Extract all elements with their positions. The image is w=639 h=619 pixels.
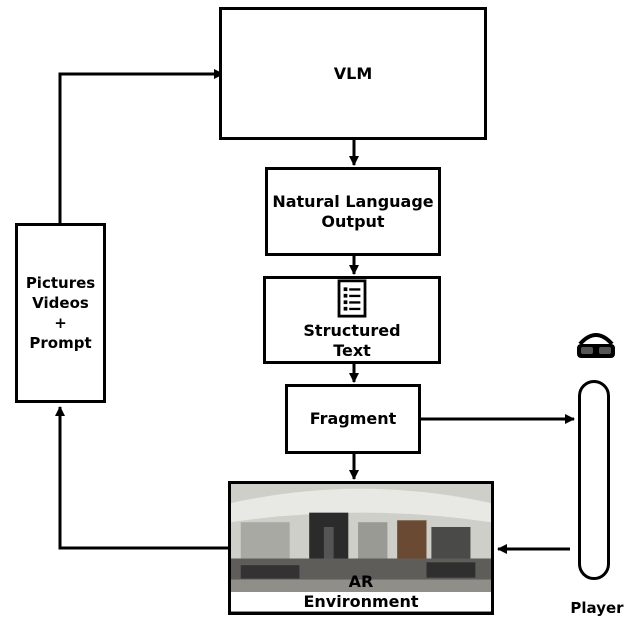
list-document-icon <box>337 279 367 318</box>
player-figure <box>578 380 610 580</box>
arrow-ar-to-pictures <box>55 406 228 550</box>
player-label: Player <box>570 599 624 617</box>
pvp-label-pictures: Pictures <box>25 274 96 292</box>
pvp-label-prompt: Prompt <box>29 334 92 352</box>
vlm-label: VLM <box>333 63 373 83</box>
pvp-label-videos: Videos <box>32 294 89 312</box>
ar-label-line1: AR <box>348 572 374 591</box>
nlo-label-line2: Output <box>321 211 385 231</box>
arrow-pictures-to-vlm <box>58 69 224 223</box>
ar-panorama-image <box>231 484 491 612</box>
structured-text-label-line2: Text <box>333 341 371 360</box>
ar-label-line2: Environment <box>231 592 491 611</box>
vr-headset-icon <box>577 333 615 358</box>
structured-text-label-line1: Structured <box>303 321 401 340</box>
natural-language-output-box: Natural Language Output <box>265 167 441 256</box>
structured-text-box: Structured Text <box>263 276 441 364</box>
ar-environment-box: AR Environment <box>228 481 494 615</box>
fragment-label: Fragment <box>309 409 397 428</box>
pictures-videos-prompt-box: Pictures Videos + Prompt <box>15 223 106 403</box>
fragment-box: Fragment <box>285 384 421 454</box>
nlo-label-line1: Natural Language <box>272 191 434 211</box>
vlm-box: VLM <box>219 7 487 140</box>
pvp-label-plus: + <box>54 314 67 332</box>
